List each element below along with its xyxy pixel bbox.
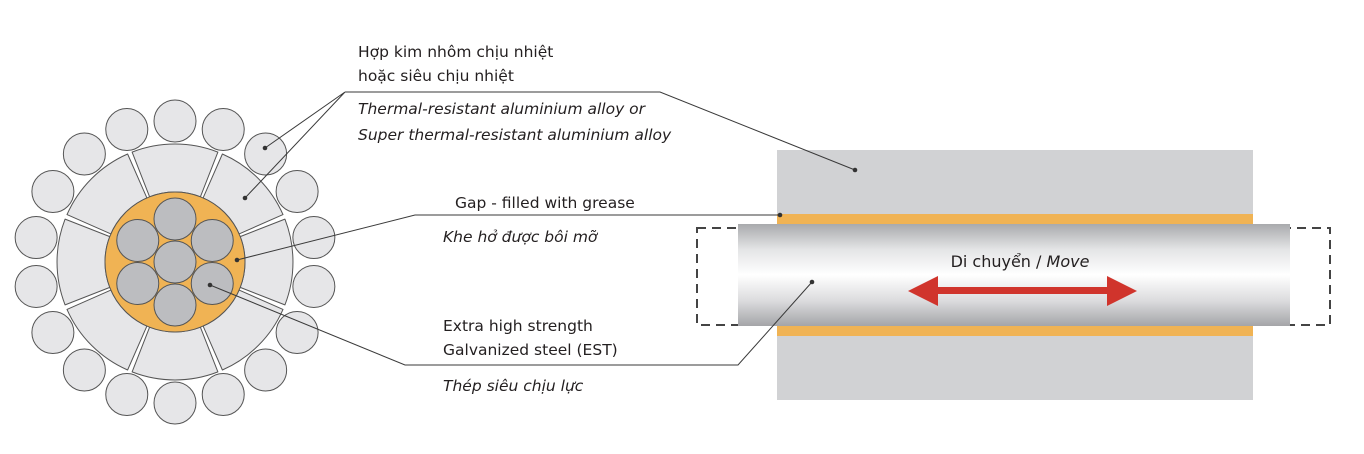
steel-wire: [153, 197, 197, 241]
leader-lines: [207, 91, 858, 366]
double-arrow-icon: [908, 276, 1137, 306]
steel-wire: [116, 219, 160, 262]
trapezoid-wire: [56, 218, 111, 306]
outer-wire: [275, 170, 319, 213]
steel-label-vi: Thép siêu chịu lực: [443, 377, 584, 395]
move-label: Di chuyển / Move: [951, 252, 1090, 271]
steel-wire: [153, 283, 197, 327]
trapezoid-aluminium-layer: [56, 143, 294, 381]
steel-core-wires: [116, 197, 234, 327]
steel-wire: [116, 262, 160, 305]
trapezoid-wire: [239, 218, 294, 306]
grease-strip-top: [777, 214, 1253, 224]
outer-wire: [292, 264, 336, 308]
outer-wire: [201, 108, 245, 152]
outer-wire: [62, 132, 106, 176]
cable-cross-section: [14, 99, 336, 425]
outer-wire: [14, 216, 58, 260]
alloy-label-en-2: Super thermal-resistant aluminium alloy: [358, 126, 672, 144]
outer-wire: [153, 381, 197, 425]
outer-wire: [105, 108, 149, 152]
gap-label-vi: Khe hở được bôi mỡ: [443, 228, 599, 246]
steel-wire: [153, 240, 197, 284]
trapezoid-wire: [131, 326, 219, 381]
outer-wire: [244, 348, 288, 392]
outer-wire: [201, 372, 245, 416]
outer-wire: [244, 132, 288, 176]
steel-wire: [190, 219, 234, 262]
outer-wire: [275, 311, 319, 354]
outer-wire: [14, 264, 58, 308]
grease-strip-bottom: [777, 326, 1253, 336]
alloy-label-vi-1: Hợp kim nhôm chịu nhiệt: [358, 43, 553, 61]
cable-longitudinal-view: Di chuyển / Move: [696, 150, 1331, 400]
outer-wire: [292, 216, 336, 260]
outer-wire: [31, 170, 75, 213]
alloy-label-en-1: Thermal-resistant aluminium alloy or: [358, 100, 647, 118]
steel-core-rod: [738, 224, 1290, 326]
steel-label-en-1: Extra high strength: [443, 317, 593, 335]
steel-wire: [190, 262, 234, 305]
trapezoid-wire: [131, 143, 219, 198]
outer-aluminium-wires: [14, 99, 336, 425]
outer-wire: [31, 311, 75, 354]
gap-label-en: Gap - filled with grease: [455, 194, 635, 212]
outer-wire: [62, 348, 106, 392]
outer-wire: [153, 99, 197, 143]
outer-wire: [105, 372, 149, 416]
steel-label-en-2: Galvanized steel (EST): [443, 341, 618, 359]
alloy-label-vi-2: hoặc siêu chịu nhiệt: [358, 67, 514, 85]
